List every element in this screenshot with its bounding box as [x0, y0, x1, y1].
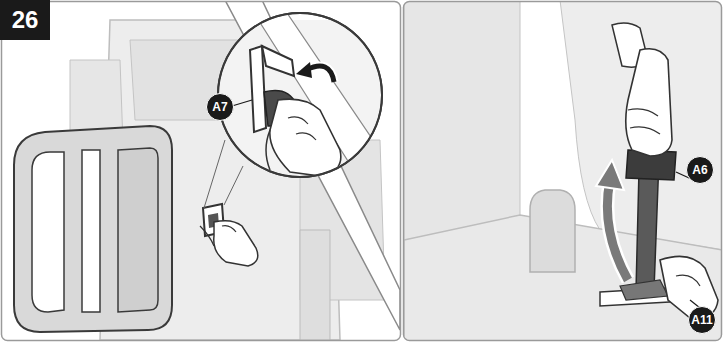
left-scene [2, 2, 400, 340]
step-number-box: 26 [0, 0, 50, 40]
right-scene [404, 2, 721, 340]
step-number: 26 [12, 8, 39, 32]
callout-number: A6 [686, 156, 714, 184]
callout-number: A7 [206, 93, 234, 121]
detail-zoom [210, 10, 400, 180]
callout-number: A11 [688, 306, 716, 334]
